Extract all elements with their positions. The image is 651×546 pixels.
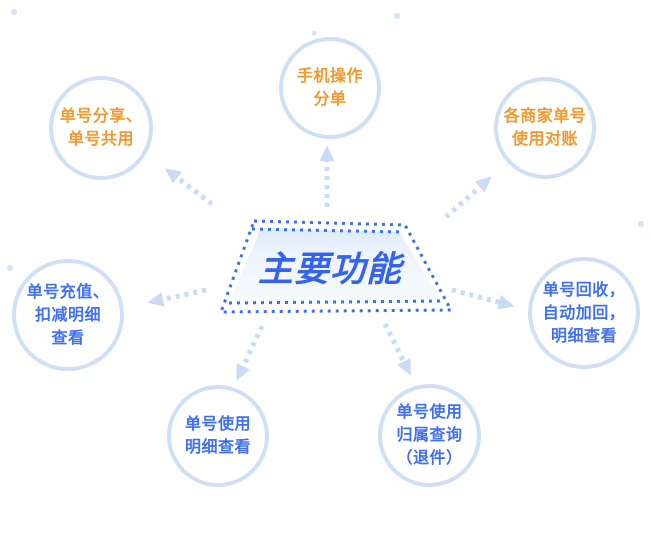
node-phone-dispatch: 手机操作 分单: [279, 37, 381, 139]
node-number-recycle-label: 单号回收， 自动加回， 明细查看: [542, 281, 626, 345]
node-recharge-detail: 单号充值、 扣减明细 查看: [12, 259, 124, 371]
node-ownership-query: 单号使用 归属查询 （退件）: [378, 384, 481, 487]
node-number-recycle: 单号回收， 自动加回， 明细查看: [528, 257, 640, 369]
arrow-to-top-right: [444, 176, 492, 219]
node-phone-dispatch-label: 手机操作 分单: [296, 68, 363, 108]
node-recharge-detail-label: 单号充值、 扣减明细 查看: [26, 283, 110, 347]
center-trapezoid: [218, 219, 454, 314]
node-merchant-reconcile-label: 各商家单号 使用对账: [503, 108, 587, 148]
node-number-share: 单号分享、 单号共用: [49, 76, 153, 180]
arrow-to-right: [451, 287, 515, 310]
center-title: 主要功能: [257, 249, 402, 289]
arrow-to-bottom-left: [236, 324, 265, 381]
connector-arrows: [147, 145, 515, 381]
node-ownership-query-label: 单号使用 归属查询 （退件）: [396, 404, 463, 467]
arrow-to-top-left: [164, 168, 214, 206]
node-usage-detail-label: 单号使用 明细查看: [184, 416, 251, 456]
decorative-dots: [7, 9, 644, 271]
node-merchant-reconcile: 各商家单号 使用对账: [494, 77, 596, 179]
arrow-to-left: [147, 287, 207, 307]
arrow-to-bottom-right: [382, 322, 411, 376]
node-number-share-label: 单号分享、 单号共用: [59, 108, 143, 148]
node-usage-detail: 单号使用 明细查看: [167, 385, 269, 487]
